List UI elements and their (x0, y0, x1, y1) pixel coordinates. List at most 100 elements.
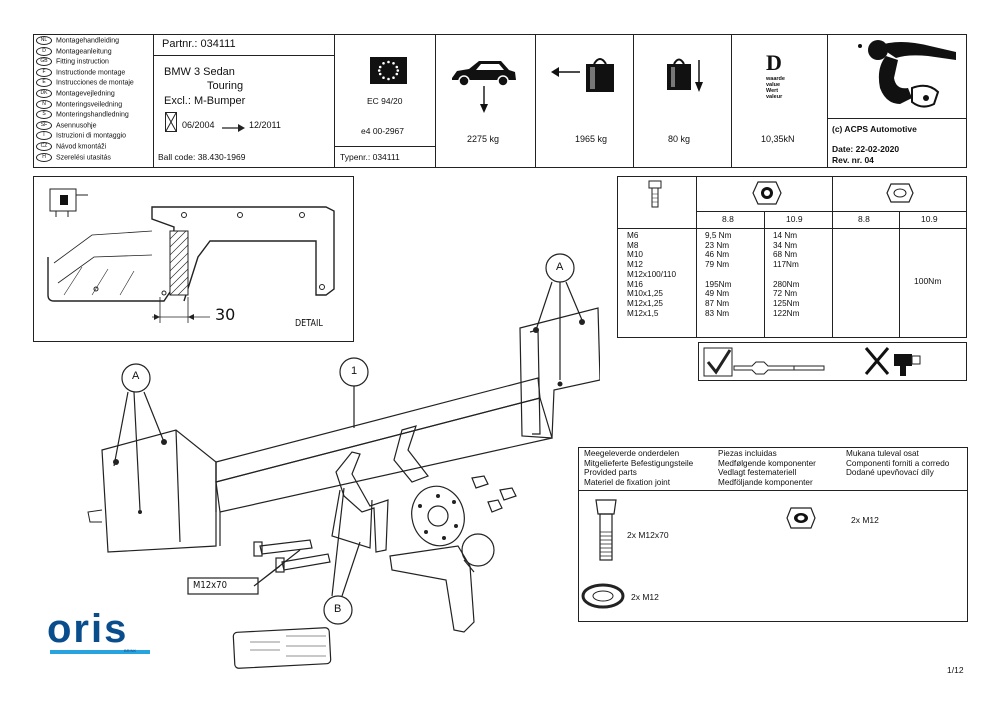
bolt-icon (648, 180, 662, 213)
ec-label: EC 94/20 (367, 96, 403, 106)
parts-header-line: Medfølgende komponenter (718, 458, 816, 468)
divider (731, 34, 732, 168)
header-block (33, 34, 967, 168)
parts-header-line: Mitgelieferte Befestigungsteile (584, 458, 694, 468)
tools-box (698, 342, 967, 381)
vertical-load-icon (664, 52, 708, 101)
language-label: Montagevejledning (56, 90, 115, 98)
grade-2: 10.9 (786, 214, 803, 224)
torque-cell-b: 280Nm (773, 279, 800, 289)
torque-row: M12x100/110 (627, 270, 833, 280)
torque-row: M12x1,25 87 Nm 125Nm (627, 299, 833, 309)
divider (334, 34, 335, 168)
divider (832, 176, 833, 338)
washer-quantity: 2x M12 (631, 592, 659, 602)
eu-flag-icon (370, 57, 407, 89)
language-code: NL (36, 36, 52, 45)
torque-cell-b: 122Nm (773, 308, 800, 318)
parts-header-line: Medföljande komponenter (718, 477, 813, 487)
d-value-letter: D (766, 50, 782, 75)
torque-cell-b: 72 Nm (773, 289, 798, 299)
torque-row: M10 46 Nm 68 Nm (627, 250, 833, 260)
torque-cell-size: M10 (627, 250, 643, 260)
assembly-drawing (40, 250, 601, 675)
torque-cell-a (705, 270, 773, 280)
d-word-4: valeur (766, 94, 783, 100)
brand-sub: BRINK (124, 648, 137, 653)
parts-header-line: Vedlagt festemateriell (718, 468, 797, 478)
parts-header-line: Meegeleverde onderdelen (584, 449, 680, 458)
divider (696, 211, 967, 212)
language-code: SF (36, 120, 52, 130)
page-number: 1/12 (947, 665, 964, 675)
parts-header-line: Piezas incluidas (718, 449, 777, 458)
parts-header-line: Materiel de fixation joint (584, 477, 671, 487)
language-row: I Istruzioni di montaggio (36, 131, 126, 141)
parts-header-line: Componenti forniti a corredo (846, 458, 950, 468)
bolt-quantity: 2x M12x70 (627, 530, 669, 540)
ball-code: Ball code: 38.430-1969 (158, 152, 246, 162)
revision-number: Rev. nr. 04 (832, 155, 874, 165)
language-code: I (36, 131, 52, 141)
detail-drawing (34, 177, 352, 346)
detail-dimension: 30 (215, 305, 236, 324)
torque-cell-a: 83 Nm (705, 308, 730, 318)
torque-cell-size: M12x1,25 (627, 298, 663, 308)
divider (827, 118, 967, 119)
language-code: S (36, 110, 52, 120)
language-label: Montagehandleiding (56, 37, 120, 45)
language-label: Montageanleitung (56, 47, 112, 55)
torque-cell-b: 125Nm (773, 298, 800, 308)
torque-cell-a: 46 Nm (705, 250, 730, 260)
divider (535, 34, 536, 168)
d-word-3: Wert (766, 88, 779, 94)
language-code: CZ (36, 142, 52, 151)
grade-1: 8.8 (722, 214, 734, 224)
torque-cell-a: 79 Nm (705, 260, 730, 270)
parts-box (578, 447, 968, 622)
language-label: Monteringsveiledning (56, 100, 123, 108)
trailer-weight: 1965 kg (575, 134, 608, 144)
divider (696, 176, 697, 338)
language-code: D (36, 46, 52, 56)
language-label: Istruzioni di montaggio (56, 132, 127, 140)
nut-torque-value: 100Nm (914, 276, 942, 286)
language-code: DK (36, 89, 52, 98)
nut-part-icon (786, 506, 816, 535)
torque-cell-b: 68 Nm (773, 250, 798, 260)
brand-bar (50, 650, 150, 654)
parts-header-line: Dodané upevňovací díly (846, 468, 934, 478)
language-label: Instructionde montage (56, 69, 126, 77)
divider (764, 211, 765, 338)
divider (617, 228, 967, 229)
language-label: Asennusohje (56, 122, 97, 130)
divider (827, 34, 828, 168)
revision-date: Date: 22-02-2020 (832, 144, 900, 154)
vehicle-variant: Touring (207, 80, 244, 92)
trailer-weight-icon (550, 52, 620, 101)
divider (435, 34, 436, 168)
divider (153, 55, 334, 56)
torque-table (617, 176, 967, 338)
torque-cell-size: M10x1,25 (627, 289, 663, 299)
torque-cell-size: M8 (627, 240, 639, 250)
torque-cell-a: 87 Nm (705, 298, 730, 308)
language-row: N Monteringsveiledning (36, 99, 123, 110)
language-code: N (36, 99, 52, 109)
parts-header-line: Mukana tuleval osat (846, 449, 919, 458)
bolt-part-icon (594, 498, 618, 567)
nut-icon (752, 180, 782, 211)
period-from: 06/2004 (182, 120, 215, 130)
callout-b: B (334, 603, 342, 615)
nut-quantity: 2x M12 (851, 515, 879, 525)
language-code: GB (36, 57, 52, 67)
